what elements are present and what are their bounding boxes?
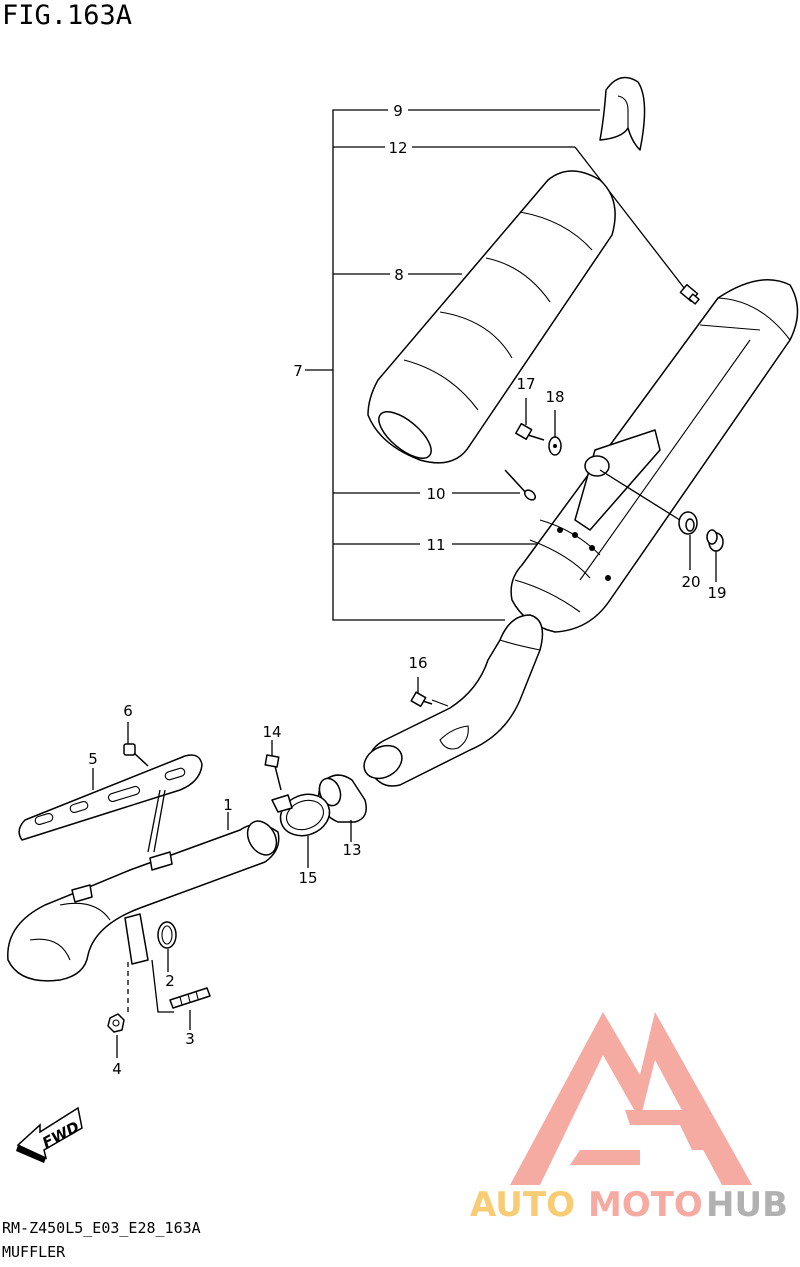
collar-19 [706,529,724,582]
callout-2: 2 [165,972,175,990]
callout-17: 17 [516,375,535,393]
figure-title: FIG.163A [2,0,133,31]
clamp-15 [271,793,331,868]
callout-1: 1 [223,796,233,814]
bolt-17 [515,398,545,441]
watermark-moto: MOTO [588,1185,703,1225]
callout-11: 11 [426,536,445,554]
callout-8: 8 [394,266,404,284]
bolt-6 [123,722,149,767]
callout-12: 12 [388,139,407,157]
callout-labels: 1 2 3 4 5 6 7 8 9 10 11 12 13 14 15 16 1… [88,102,726,1078]
callout-3: 3 [185,1030,195,1048]
bolt-14 [264,740,282,791]
stud-3 [151,959,211,1030]
exhaust-pipe-1 [7,812,280,982]
bolt-16 [410,677,433,708]
watermark-auto: AUTO [470,1185,575,1225]
mid-pipe [363,614,544,787]
screw-12 [679,283,700,305]
fwd-arrow-icon: FWD [16,1106,83,1163]
figure-name: MUFFLER [2,1243,66,1261]
watermark-hub: HUB [706,1185,788,1225]
assembly-bracket [305,109,689,621]
watermark-mark-icon [510,1012,752,1185]
callout-9: 9 [393,102,403,120]
callout-19: 19 [707,584,726,602]
watermark-logo: AUTO MOTO HUB [470,1012,788,1225]
callout-13: 13 [342,841,361,859]
grommet-20 [678,511,698,570]
callout-18: 18 [545,388,564,406]
washer-18 [548,410,562,456]
rivet-10 [504,469,537,501]
callout-10: 10 [426,485,445,503]
heat-shield-5 [18,754,203,853]
callout-6: 6 [123,702,133,720]
callout-5: 5 [88,750,98,768]
muffler-label-9 [599,76,646,151]
callout-20: 20 [681,573,700,591]
callout-7: 7 [293,362,303,380]
callout-4: 4 [112,1060,122,1078]
gasket-2 [124,913,177,972]
muffler-body-7 [510,279,799,633]
callout-15: 15 [298,869,317,887]
silencer-wool-8 [367,170,616,464]
callout-16: 16 [408,654,427,672]
nut-4 [107,962,129,1058]
figure-code: RM-Z450L5_E03_E28_163A [2,1219,201,1237]
callout-14: 14 [262,723,281,741]
